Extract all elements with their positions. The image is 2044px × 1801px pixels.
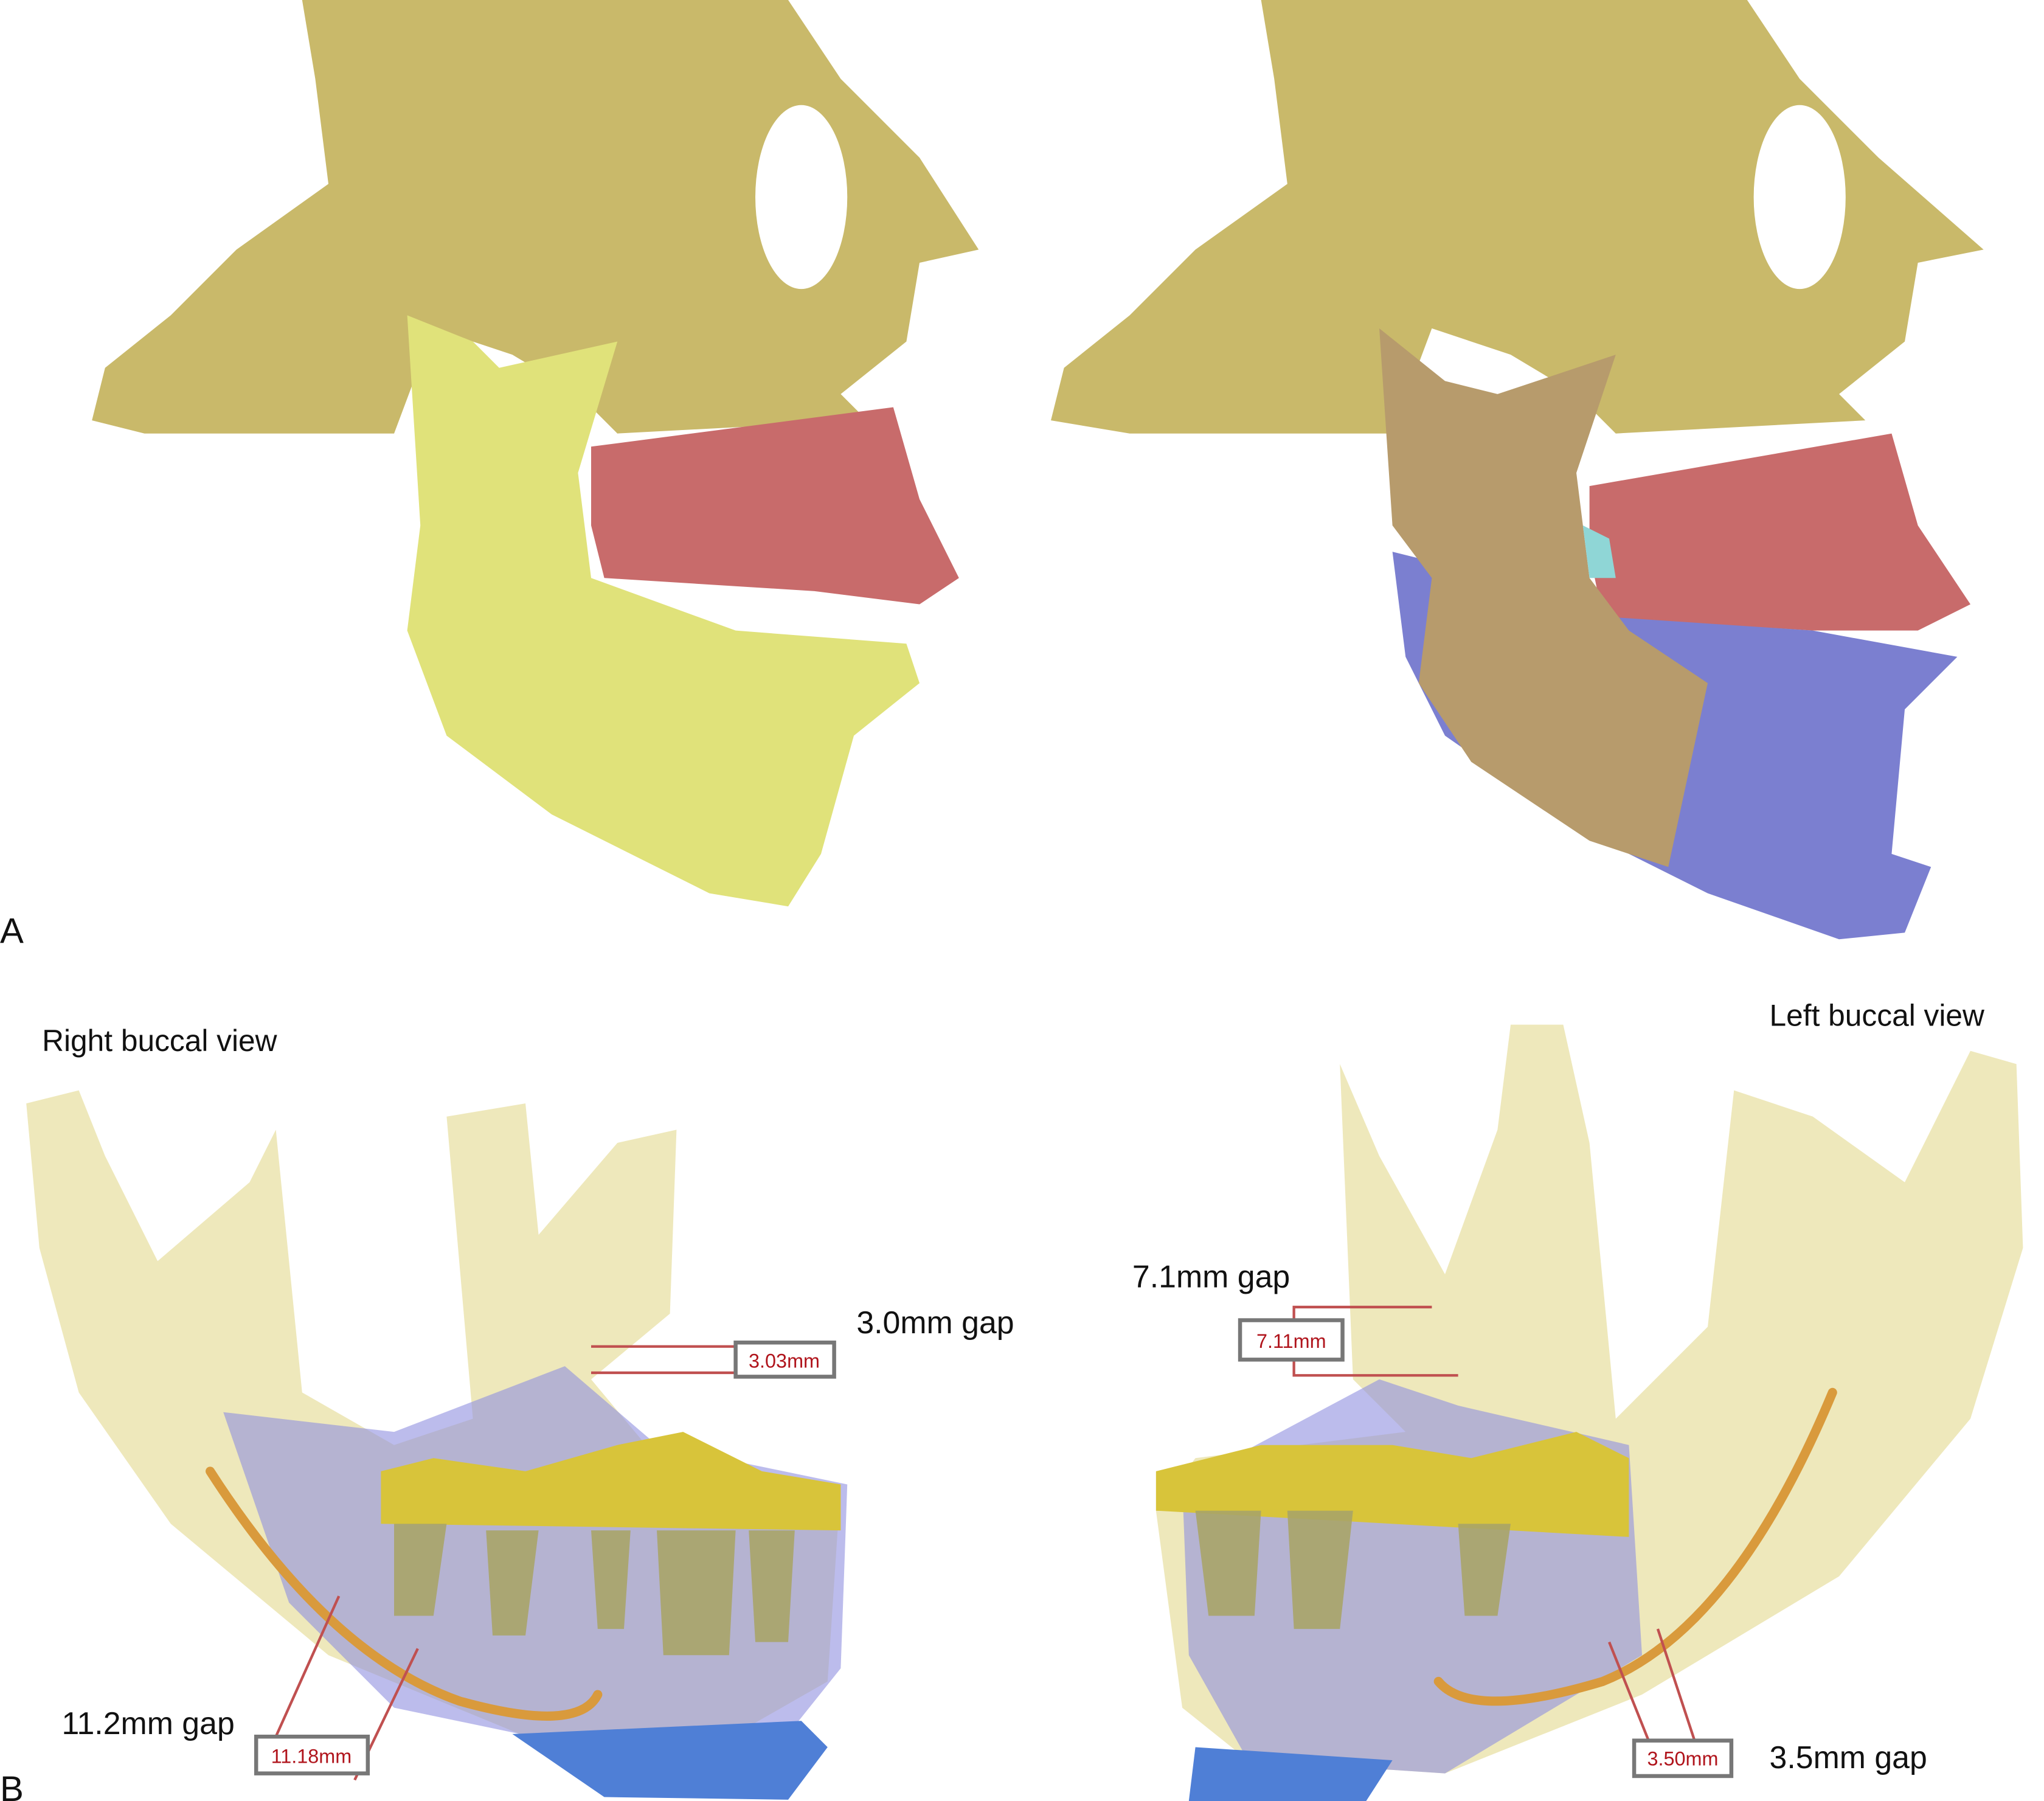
view-label-right: Right buccal view <box>42 1024 277 1058</box>
teeth <box>1155 1432 1629 1537</box>
measurement-right-upper: 3.03mm <box>749 1350 820 1372</box>
gap-label-left-upper: 7.1mm gap <box>1132 1259 1290 1294</box>
chin-segment <box>1188 1747 1393 1801</box>
orbit <box>1753 105 1846 290</box>
measurement-box <box>1238 1318 1345 1362</box>
measurement-left-upper: 7.11mm <box>1256 1330 1326 1352</box>
proximal-segment <box>1379 328 1708 867</box>
panel-b-right-buccal: 3.03mm 11.18mm <box>26 1090 848 1800</box>
chin-segment <box>512 1721 828 1800</box>
maxilla-teeth <box>1589 433 1971 631</box>
panel-label-a: A <box>0 912 24 951</box>
measurement-left-lower: 3.50mm <box>1647 1748 1719 1770</box>
measurement-box <box>1632 1738 1734 1778</box>
tooth-roots <box>1195 1510 1511 1629</box>
skull-bone <box>92 0 979 434</box>
mandible-preop <box>407 315 920 907</box>
measurement-box <box>254 1734 370 1775</box>
gap-label-right-lower: 11.2mm gap <box>62 1706 235 1741</box>
nerve-canal <box>206 1466 603 1721</box>
orbit <box>755 105 848 290</box>
tooth-roots <box>394 1524 795 1656</box>
gap-label-right-upper: 3.0mm gap <box>856 1305 1014 1340</box>
panel-label-b: B <box>0 1769 24 1801</box>
measure-left-upper <box>1292 1305 1458 1377</box>
measure-left-lower <box>1608 1628 1696 1741</box>
panel-a-preop-skull <box>92 0 979 907</box>
measurement-box <box>733 1341 836 1379</box>
gap-label-left-lower: 3.5mm gap <box>1770 1740 1927 1775</box>
skull-bone <box>1051 0 1984 434</box>
measurement-right-lower: 11.18mm <box>271 1745 352 1767</box>
panel-a-planned-skull <box>1051 0 1984 940</box>
view-label-left: Left buccal view <box>1770 999 1984 1033</box>
nerve-canal <box>1433 1387 1837 1706</box>
teeth <box>381 1432 841 1531</box>
maxilla-teeth <box>591 407 959 605</box>
panel-b-left-buccal: 7.11mm 3.50mm <box>1155 1024 2023 1801</box>
interference-area <box>1582 525 1616 578</box>
